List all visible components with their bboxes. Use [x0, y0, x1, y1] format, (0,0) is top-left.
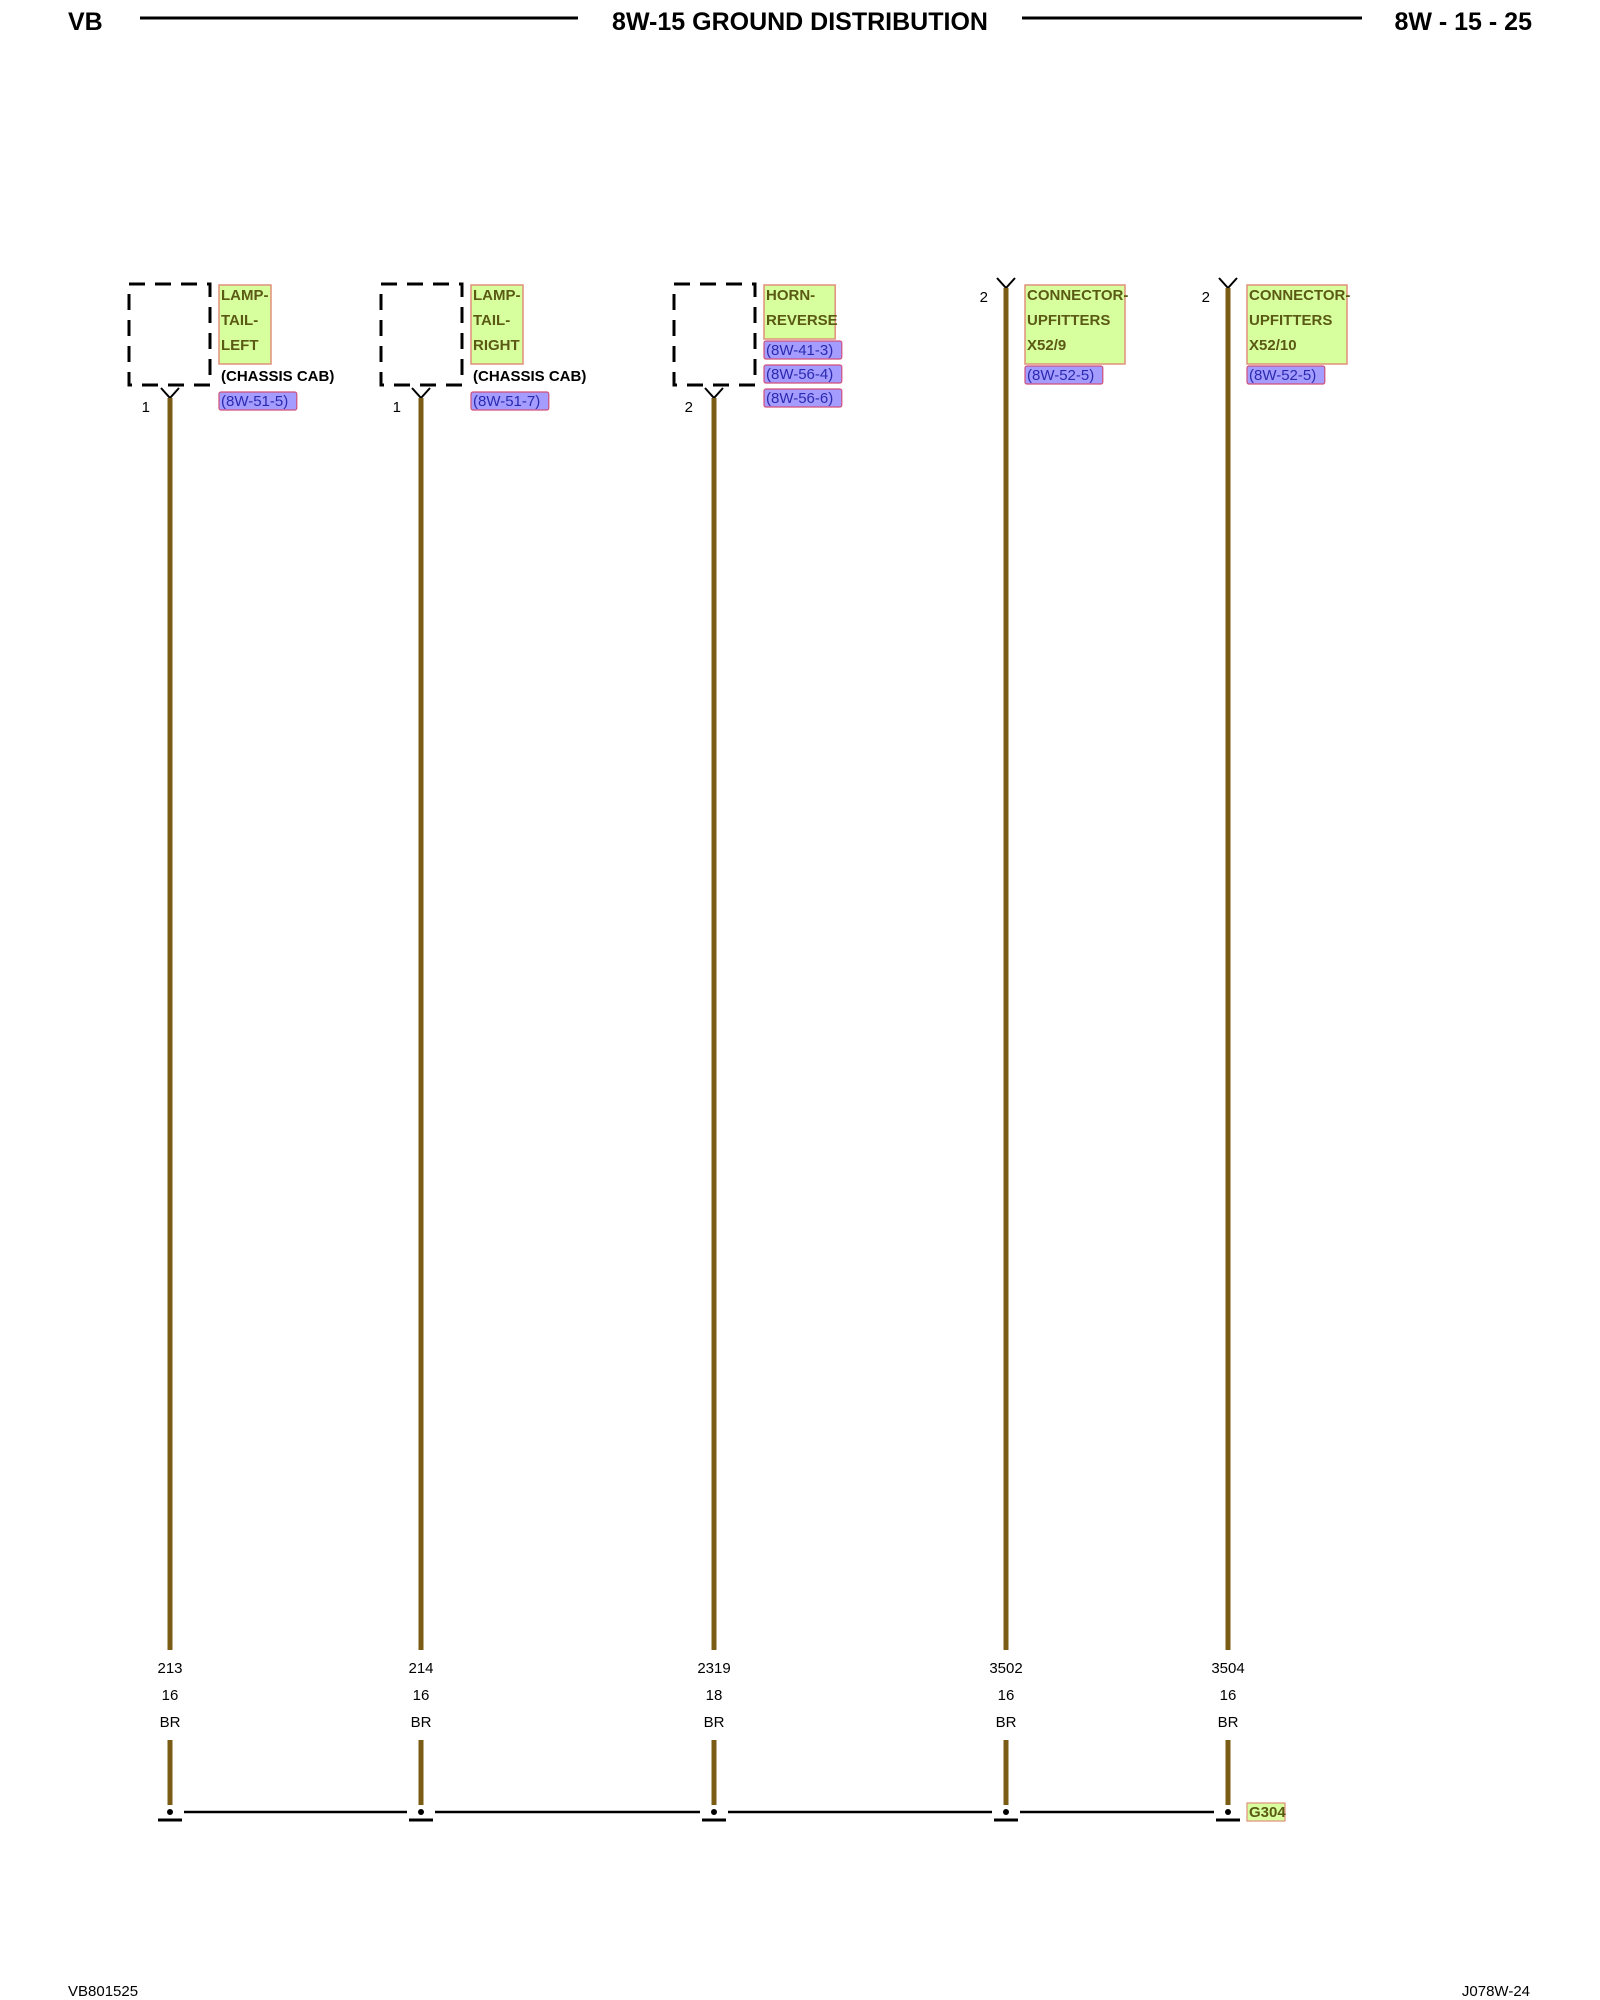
component-label-text-1: UPFITTERS: [1249, 312, 1332, 329]
reference-link[interactable]: (8W-56-4): [763, 364, 843, 384]
components-group: LAMP-TAIL-LEFT(CHASSIS CAB)(8W-51-5)1213…: [127, 277, 1350, 1822]
component-label-text-0: LAMP-: [473, 287, 521, 304]
component-c2: LAMP- TAIL- RIGHT (CHASSIS CAB) (8W-51-7) 1 21…: [379, 282, 586, 1822]
reference-link[interactable]: (8W-51-5): [218, 391, 298, 411]
component-c3: HORN- REVERSE (8W-41-3) (8W-56-4) (8W-56-6) 2…: [672, 282, 843, 1822]
page-title: 8W-15 GROUND DISTRIBUTION: [612, 8, 988, 36]
component-label-text-1: TAIL-: [473, 312, 510, 329]
component-label-group: LAMP- TAIL- LEFT: [218, 284, 272, 365]
footer-left: VB801525: [68, 1983, 138, 2000]
component-label-box: [763, 284, 836, 340]
component-c1: LAMP- TAIL- LEFT (CHASSIS CAB) (8W-51-5) 1 213…: [127, 282, 334, 1822]
reference-box: [1246, 365, 1326, 385]
component-label-text-0: LAMP-: [221, 287, 269, 304]
component-label-text-2: X52/9: [1027, 337, 1066, 354]
component-c4: CONNECTOR- UPFITTERS X52/9 (8W-52-5) 2 3502 16…: [980, 277, 1128, 1822]
ground-bus: G304: [184, 1802, 1286, 1822]
wire-circuit-number: 3502: [989, 1660, 1022, 1677]
wire-gauge: 16: [413, 1687, 430, 1704]
component-label-text-2: X52/10: [1249, 337, 1297, 354]
component-label-text-2: LEFT: [221, 337, 259, 354]
splice-dot-icon: [418, 1809, 424, 1815]
wire-circuit-number: 213: [157, 1660, 182, 1677]
component-label-text-1: TAIL-: [221, 312, 258, 329]
component-label-text-0: CONNECTOR-: [1249, 287, 1350, 304]
pin-number: 1: [393, 399, 401, 416]
reference-text: (8W-52-5): [1249, 367, 1316, 384]
component-outline: [672, 282, 757, 387]
footer-right: J078W-24: [1462, 1983, 1530, 2000]
connector-pin-icon: [704, 387, 724, 400]
component-label-text-0: CONNECTOR-: [1027, 287, 1128, 304]
component-label-group: LAMP- TAIL- RIGHT: [470, 284, 524, 365]
reference-box: [218, 391, 298, 411]
ground-label-text: G304: [1249, 1804, 1286, 1821]
connector-pin-icon: [1218, 277, 1238, 290]
page-header: VB 8W-15 GROUND DISTRIBUTION 8W - 15 - 2…: [68, 8, 1532, 36]
wire-circuit-number: 214: [408, 1660, 433, 1677]
reference-link[interactable]: (8W-52-5): [1024, 365, 1104, 385]
component-label-text-1: UPFITTERS: [1027, 312, 1110, 329]
wire-gauge: 18: [706, 1687, 723, 1704]
component-label-box: [1024, 284, 1126, 365]
reference-text: (8W-51-7): [473, 393, 540, 410]
connector-pin-icon: [160, 387, 180, 400]
component-label-box: [470, 284, 524, 365]
reference-text: (8W-56-6): [766, 390, 833, 407]
reference-link[interactable]: (8W-51-7): [470, 391, 550, 411]
reference-link[interactable]: (8W-41-3): [763, 340, 843, 360]
reference-box: [763, 388, 843, 408]
pin-number: 1: [142, 399, 150, 416]
ground-label: G304: [1246, 1802, 1286, 1822]
component-label-group: HORN- REVERSE: [763, 284, 838, 340]
pin-number: 2: [1202, 289, 1210, 306]
component-label-text-0: HORN-: [766, 287, 815, 304]
page-footer: VB801525 J078W-24: [68, 1983, 1530, 2000]
component-note: (CHASSIS CAB): [221, 368, 334, 385]
wire-gauge: 16: [998, 1687, 1015, 1704]
reference-box: [763, 364, 843, 384]
pin-number: 2: [685, 399, 693, 416]
wire-circuit-number: 3504: [1211, 1660, 1244, 1677]
reference-text: (8W-52-5): [1027, 367, 1094, 384]
header-right: 8W - 15 - 25: [1394, 8, 1532, 36]
component-label-group: CONNECTOR- UPFITTERS X52/9: [1024, 284, 1128, 365]
reference-box: [763, 340, 843, 360]
splice-dot-icon: [1003, 1809, 1009, 1815]
connector-pin-icon: [411, 387, 431, 400]
splice-dot-icon: [711, 1809, 717, 1815]
wire-color-code: BR: [411, 1714, 432, 1731]
reference-text: (8W-41-3): [766, 342, 833, 359]
reference-text: (8W-56-4): [766, 366, 833, 383]
component-label-text-2: RIGHT: [473, 337, 520, 354]
connector-pin-icon: [996, 277, 1016, 290]
component-label-box: [1246, 284, 1348, 365]
wire-color-code: BR: [996, 1714, 1017, 1731]
reference-box: [470, 391, 550, 411]
header-left: VB: [68, 8, 103, 36]
splice-dot-icon: [167, 1809, 173, 1815]
component-label-text-1: REVERSE: [766, 312, 838, 329]
wire-color-code: BR: [704, 1714, 725, 1731]
reference-text: (8W-51-5): [221, 393, 288, 410]
component-label-box: [218, 284, 272, 365]
reference-link[interactable]: (8W-52-5): [1246, 365, 1326, 385]
component-label-group: CONNECTOR- UPFITTERS X52/10: [1246, 284, 1350, 365]
wire-color-code: BR: [160, 1714, 181, 1731]
component-c5: CONNECTOR- UPFITTERS X52/10 (8W-52-5) 2 3504 1…: [1202, 277, 1350, 1822]
component-outline: [379, 282, 464, 387]
wire-gauge: 16: [1220, 1687, 1237, 1704]
reference-link[interactable]: (8W-56-6): [763, 388, 843, 408]
component-outline: [127, 282, 212, 387]
pin-number: 2: [980, 289, 988, 306]
reference-box: [1024, 365, 1104, 385]
ground-label-box: [1246, 1802, 1286, 1822]
component-note: (CHASSIS CAB): [473, 368, 586, 385]
wire-circuit-number: 2319: [697, 1660, 730, 1677]
wire-color-code: BR: [1218, 1714, 1239, 1731]
splice-dot-icon: [1225, 1809, 1231, 1815]
wire-gauge: 16: [162, 1687, 179, 1704]
